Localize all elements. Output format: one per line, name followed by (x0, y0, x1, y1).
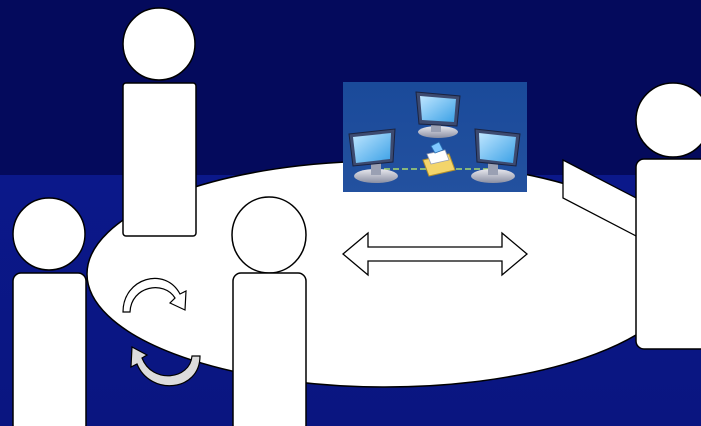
person-body (12, 272, 87, 426)
person-head (122, 7, 196, 81)
curved-arrow-lower (130, 346, 201, 387)
person-figure-bottom-left (12, 197, 87, 426)
person-head (635, 82, 701, 158)
monitor-icon (471, 128, 521, 183)
curved-arrow-upper (122, 277, 187, 313)
double-arrow-icon (341, 231, 529, 277)
person-figure-center (231, 196, 307, 426)
person-figure-right (635, 82, 701, 350)
person-body (635, 158, 701, 350)
monitor-icon (415, 91, 461, 138)
person-body (232, 272, 307, 426)
circular-arrows-icon (122, 277, 201, 387)
network-computers-icon (343, 82, 527, 192)
person-head (231, 196, 307, 274)
person-head (12, 197, 86, 271)
envelope-icon (422, 141, 456, 177)
person-body (122, 82, 197, 237)
monitor-icon (348, 128, 398, 183)
person-figure-top-left (122, 7, 197, 237)
